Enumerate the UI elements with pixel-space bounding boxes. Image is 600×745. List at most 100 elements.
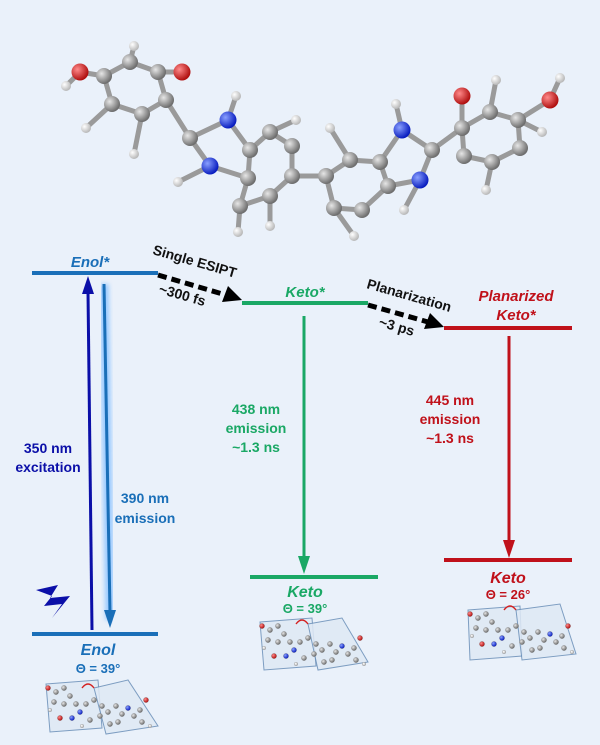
oxygen-atom [541, 91, 559, 109]
carbon-atom [473, 625, 479, 631]
hydrogen-atom [48, 708, 52, 712]
hydrogen-atom [391, 99, 401, 109]
carbon-atom [137, 707, 143, 713]
hydrogen-atom [61, 81, 71, 91]
carbon-atom [484, 154, 500, 170]
molecule-structure [61, 41, 565, 241]
hydrogen-atom [537, 127, 547, 137]
keto-emission-label-line2: emission [226, 420, 287, 436]
carbon-atom [83, 701, 89, 707]
hydrogen-atom [570, 650, 574, 654]
enol-conformer-thumbnail [45, 679, 159, 735]
carbon-atom [509, 643, 515, 649]
carbon-atom [119, 711, 125, 717]
carbon-atom [53, 689, 59, 695]
hydrogen-atom [233, 227, 243, 237]
keto-conformer-thumbnail [259, 617, 369, 671]
esipt-label-line2: ~300 fs [157, 281, 208, 310]
oxygen-atom [357, 635, 363, 641]
carbon-atom [150, 64, 166, 80]
carbon-atom [105, 709, 111, 715]
hydrogen-atom [325, 123, 335, 133]
carbon-atom [61, 685, 67, 691]
carbon-atom [513, 623, 519, 629]
carbon-atom [134, 106, 150, 122]
carbon-atom [541, 637, 547, 643]
carbon-atom [262, 188, 278, 204]
keto-emission-label-line3: ~1.3 ns [232, 439, 280, 455]
carbon-atom [311, 651, 317, 657]
nitrogen-atom [393, 121, 411, 139]
carbon-atom [561, 645, 567, 651]
hydrogen-atom [294, 662, 298, 666]
carbon-atom [529, 647, 535, 653]
nitrogen-atom [339, 643, 345, 649]
carbon-atom [158, 92, 174, 108]
hydrogen-atom [399, 205, 409, 215]
carbon-atom [232, 198, 248, 214]
oxygen-atom [259, 623, 265, 629]
carbon-atom [333, 649, 339, 655]
carbon-atom [122, 54, 138, 70]
carbon-atom [262, 124, 278, 140]
esipt-arrow [157, 272, 242, 302]
planarized-keto-angle-label: Θ = 26° [486, 587, 531, 602]
excitation-label-line1: 350 nm [24, 440, 72, 456]
enol-excited-label: Enol* [71, 254, 110, 271]
carbon-atom [107, 721, 113, 727]
planarized-emission-label-line3: ~1.3 ns [426, 430, 474, 446]
carbon-atom [51, 699, 57, 705]
nitrogen-atom [283, 653, 289, 659]
carbon-atom [318, 168, 334, 184]
enol-emission-label-line1: 390 nm [121, 490, 169, 506]
carbon-atom [297, 639, 303, 645]
hydrogen-atom [362, 662, 366, 666]
carbon-atom [353, 657, 359, 663]
hydrogen-atom [148, 724, 152, 728]
carbon-atom [483, 611, 489, 617]
carbon-atom [329, 657, 335, 663]
carbon-atom [131, 713, 137, 719]
carbon-atom [482, 104, 498, 120]
hydrogen-atom [231, 91, 241, 101]
hydrogen-atom [481, 185, 491, 195]
carbon-atom [275, 623, 281, 629]
carbon-atom [537, 645, 543, 651]
excitation-label-line2: excitation [15, 459, 80, 475]
oxygen-atom [71, 63, 89, 81]
nitrogen-atom [125, 705, 131, 711]
hydrogen-atom [502, 650, 506, 654]
carbon-atom [505, 627, 511, 633]
hydrogen-atom [80, 724, 84, 728]
hydrogen-atom [470, 634, 474, 638]
carbon-atom [456, 148, 472, 164]
carbon-atom [96, 68, 112, 84]
hydrogen-atom [265, 221, 275, 231]
oxygen-atom [479, 641, 485, 647]
carbon-atom [73, 701, 79, 707]
nitrogen-atom [491, 641, 497, 647]
oxygen-atom [57, 715, 63, 721]
planarization-label-line1: Planarization [365, 276, 453, 315]
carbon-atom [510, 112, 526, 128]
carbon-atom [284, 138, 300, 154]
carbon-atom [495, 627, 501, 633]
hydrogen-atom [262, 646, 266, 650]
hydrogen-atom [555, 73, 565, 83]
carbon-atom [380, 178, 396, 194]
hydrogen-atom [81, 123, 91, 133]
keto-emission-label-line1: 438 nm [232, 401, 280, 417]
hydrogen-atom [349, 231, 359, 241]
hydrogen-atom [129, 41, 139, 51]
nitrogen-atom [201, 157, 219, 175]
carbon-atom [242, 142, 258, 158]
carbon-atom [327, 641, 333, 647]
carbon-atom [313, 641, 319, 647]
oxygen-atom [453, 87, 471, 105]
carbon-atom [115, 719, 121, 725]
oxygen-atom [467, 611, 473, 617]
keto-angle-label: Θ = 39° [283, 601, 328, 616]
enol-emission-label-line2: emission [115, 510, 176, 526]
carbon-atom [287, 639, 293, 645]
